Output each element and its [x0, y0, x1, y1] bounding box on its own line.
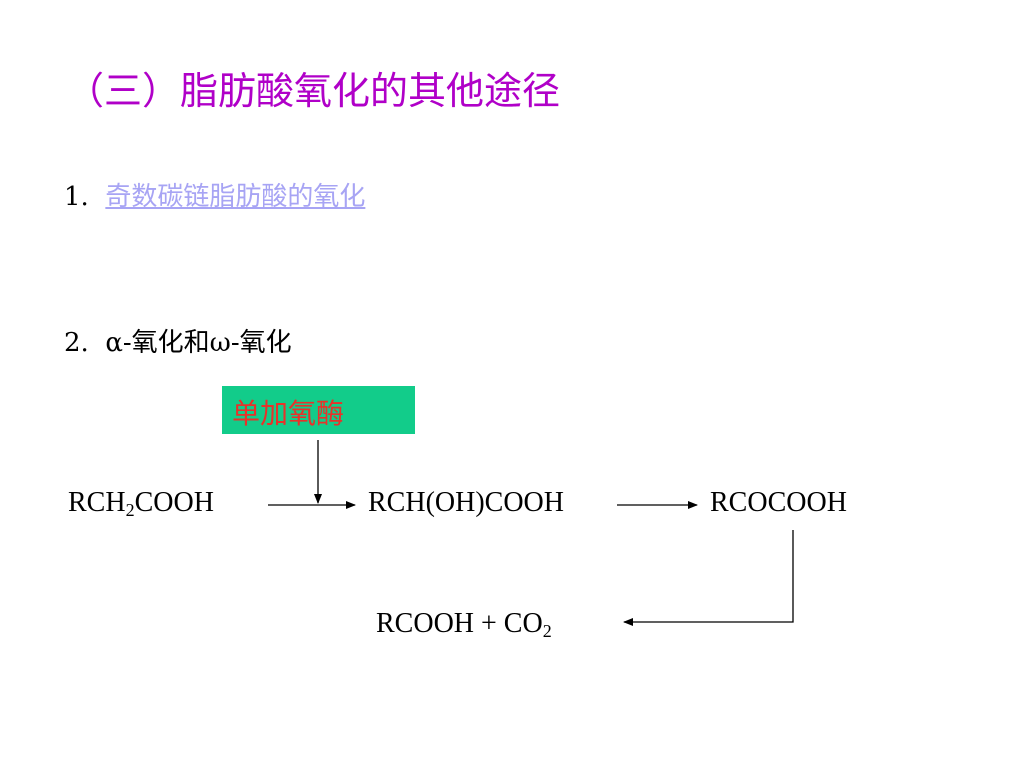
- item-number: 2.: [64, 328, 89, 358]
- enzyme-label: 单加氧酶: [232, 397, 345, 430]
- item-number: 1.: [64, 182, 89, 212]
- alpha-omega-oxidation-text: α-氧化和ω-氧化: [105, 328, 292, 358]
- compound-rch2cooh: RCH2COOH: [68, 487, 214, 520]
- enzyme-box: 单加氧酶: [222, 386, 415, 434]
- compound-rcocooh: RCOCOOH: [710, 487, 847, 518]
- list-item-2: 2. α-氧化和ω-氧化: [64, 322, 292, 359]
- products-rcooh-co2: RCOOH + CO2: [376, 608, 552, 641]
- list-item-1: 1. 奇数碳链脂肪酸的氧化: [64, 176, 365, 213]
- arrow-step3: [623, 530, 794, 626]
- compound-rchohcooh: RCH(OH)COOH: [368, 487, 564, 518]
- odd-chain-oxidation-link[interactable]: 奇数碳链脂肪酸的氧化: [105, 182, 366, 212]
- slide-title: （三）脂肪酸氧化的其他途径: [66, 69, 561, 113]
